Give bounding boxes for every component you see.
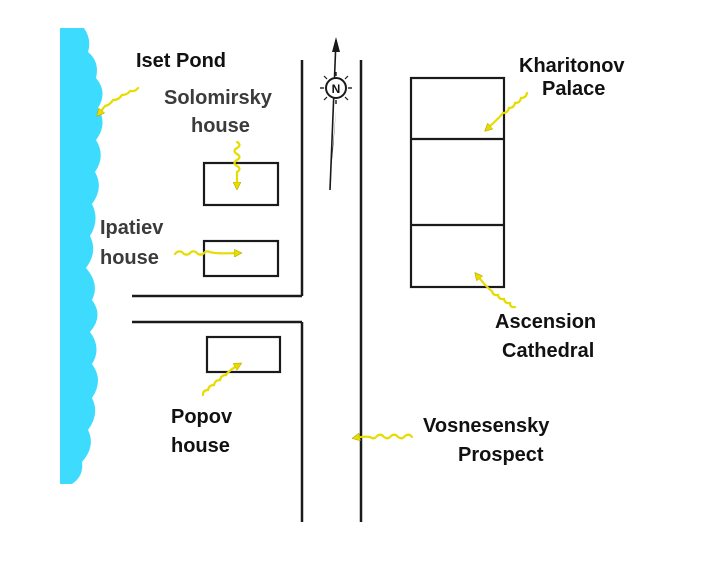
label-popov-line2: house [171,435,230,457]
solomirsky-house-outline [202,161,280,207]
squiggle-arrow-icon [98,86,140,115]
popov-house-outline [205,335,282,374]
label-vosnesensky-line1: Vosnesensky [423,415,550,437]
pointers [98,86,529,439]
ipatiev-house-outline [202,239,280,278]
label-kharitonov-line1: Kharitonov [519,55,625,77]
labels: Iset Pond Solomirsky house Ipatiev house… [100,50,625,466]
label-ipatiev-line2: house [100,247,159,269]
compass-needle-shaft [329,39,337,191]
kharitonov-palace-outline [409,76,506,289]
label-iset-pond: Iset Pond [136,50,226,72]
compass-rose-icon: N [320,37,352,191]
label-vosnesensky-line2: Prospect [458,444,544,466]
squiggle-arrow-icon [354,435,414,439]
compass-needle-tail [329,110,336,190]
label-ascension-line2: Cathedral [502,340,594,362]
label-ipatiev-line1: Ipatiev [100,217,164,239]
streets [132,60,363,522]
buildings [202,76,506,374]
label-solomirsky-line2: house [191,115,250,137]
compass-letter: N [332,82,341,96]
squiggle-arrow-icon [476,274,517,309]
label-solomirsky-line1: Solomirsky [164,87,273,109]
squiggle-arrow-icon [201,364,240,397]
compass-ring [325,77,347,99]
label-kharitonov-line2: Palace [542,78,605,100]
label-popov-line1: Popov [171,406,233,428]
compass-needle-arrow [332,37,340,52]
squiggle-arrow-icon [235,140,240,188]
label-ascension-line1: Ascension [495,311,596,333]
squiggle-arrow-icon [173,251,240,254]
iset-pond-water [60,28,103,484]
squiggle-arrow-icon [486,91,529,130]
